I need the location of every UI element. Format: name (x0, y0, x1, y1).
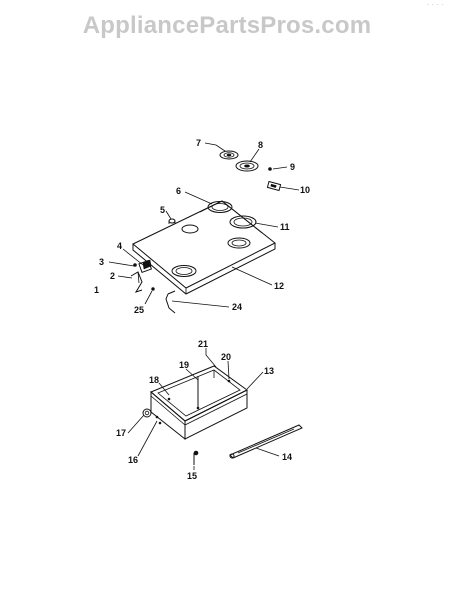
leader-lines (108, 142, 300, 470)
support-rod (165, 290, 176, 314)
callout-8: 8 (258, 140, 263, 150)
callout-3: 3 (99, 257, 104, 267)
callout-5: 5 (160, 205, 165, 215)
callout-10: 10 (300, 185, 310, 195)
callout-16: 16 (128, 455, 138, 465)
callout-19: 19 (179, 360, 189, 370)
drawer-roller (142, 408, 152, 418)
callout-20: 20 (221, 352, 231, 362)
storage-drawer (150, 365, 248, 441)
callout-7: 7 (196, 138, 201, 148)
cooktop-top (132, 200, 276, 295)
callout-13: 13 (264, 366, 274, 376)
callout-18: 18 (149, 375, 159, 385)
callout-14: 14 (282, 452, 292, 462)
callout-24: 24 (232, 302, 242, 312)
callout-6: 6 (176, 186, 181, 196)
drawer-pin (193, 450, 199, 465)
callout-15: 15 (187, 471, 197, 481)
drawer-rail (229, 424, 303, 459)
surface-element-small (219, 150, 239, 160)
surface-element-large (235, 160, 259, 172)
callout-2: 2 (110, 271, 115, 281)
site-watermark: AppliancePartsPros.com (82, 12, 372, 39)
hinge-bracket (133, 259, 153, 274)
callout-12: 12 (274, 281, 284, 291)
callout-21: 21 (198, 339, 208, 349)
cooktop-burner-openings (171, 201, 257, 277)
callout-11: 11 (280, 222, 290, 232)
element-receptacle (266, 180, 282, 192)
small-screw-icon (151, 287, 155, 291)
screw-icon (268, 167, 272, 171)
callout-1: 1 (94, 285, 99, 295)
corner-mark: · · · · (426, 0, 444, 9)
callout-4: 4 (117, 241, 122, 251)
callout-9: 9 (290, 162, 295, 172)
callout-25: 25 (134, 305, 144, 315)
callout-labels: 1 2 3 4 5 6 7 8 9 10 11 12 24 25 21 19 2… (94, 138, 310, 481)
callout-17: 17 (116, 428, 126, 438)
spacer-part (168, 218, 176, 224)
side-bracket (130, 271, 143, 293)
